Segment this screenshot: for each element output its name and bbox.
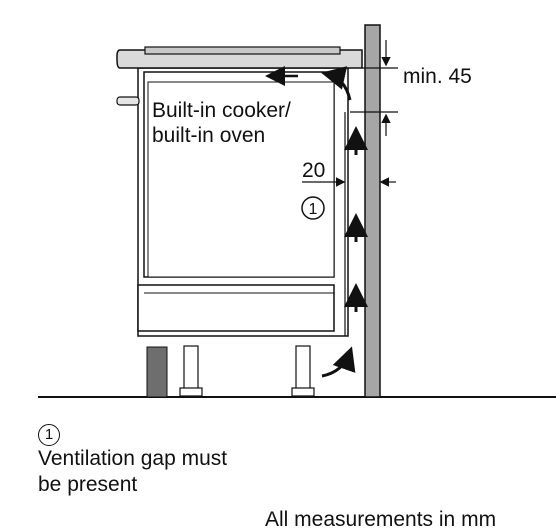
oven-handle [116,96,140,106]
legend-number: 1 [38,424,60,446]
airflow-arrow-intake [321,346,356,378]
legend: 1 Ventilation gap must be present [38,420,227,498]
wall [364,24,381,398]
callout-circle [301,196,325,220]
hob [144,46,341,55]
legend-line1: Ventilation gap must [38,447,228,470]
oven-body [147,81,335,278]
foot-left-base [179,387,203,397]
foot-left [183,345,199,391]
airflow-arrow-top-curve [321,66,352,101]
drawer [137,284,335,332]
appliance-label-line1: Built-in cooker/ [152,99,291,122]
appliance-label-line2: built-in oven [152,124,265,147]
installation-diagram: min. 45 20 1 Built-in cooker/ built-in o… [38,24,556,398]
foot-right [295,345,311,391]
legend-line2: be present [38,473,138,496]
dim-top-label: min. 45 [403,65,472,88]
foot-right-base [291,387,315,397]
measurement-note: All measurements in mm [265,508,497,531]
dim-side-label: 20 [302,159,325,182]
callout-number: 1 [309,201,318,218]
plinth [146,346,168,398]
